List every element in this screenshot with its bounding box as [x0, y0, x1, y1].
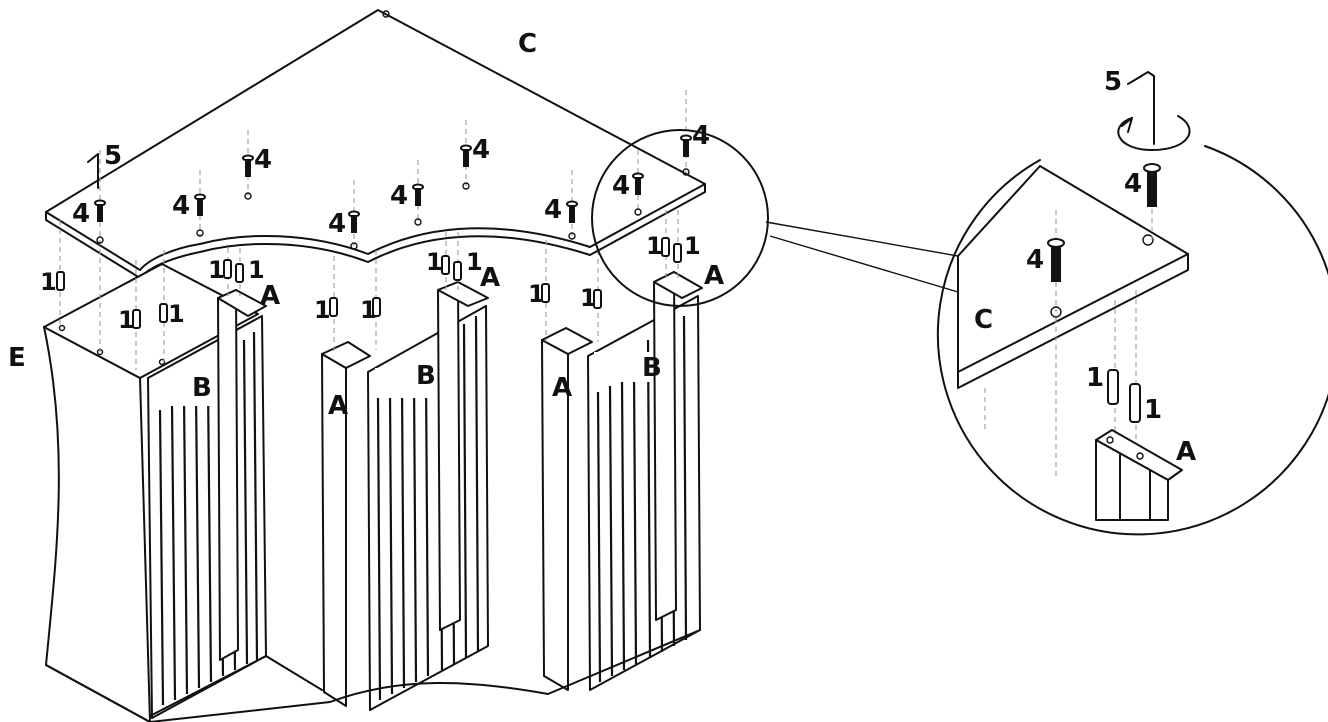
bolt-icon: [94, 199, 106, 222]
label-a: A: [552, 373, 572, 403]
label-4: 4: [472, 135, 490, 165]
bolts: [94, 134, 692, 250]
label-1: 1: [646, 232, 663, 260]
detail-callout: [591, 71, 1328, 536]
label-4: 4: [254, 145, 272, 175]
label-1: 1: [360, 296, 377, 324]
label-e: E: [8, 343, 26, 373]
label-a: A: [328, 391, 348, 421]
dowel-icon: [1129, 383, 1141, 423]
dowel-icon: [372, 297, 381, 317]
label-1: 1: [466, 248, 483, 276]
allen-key-icon: [87, 153, 99, 189]
base-panel: [45, 629, 701, 722]
label-1: 1: [314, 296, 331, 324]
label-a: A: [480, 263, 500, 293]
label-1: 1: [528, 280, 545, 308]
rotate-arrow-icon: [1117, 115, 1191, 151]
label-a-detail: A: [1176, 437, 1196, 467]
label-1: 1: [168, 300, 185, 328]
label-1: 1: [684, 232, 701, 260]
label-b: B: [192, 373, 212, 403]
label-1: 1: [426, 248, 443, 276]
dowel-icon: [673, 243, 682, 263]
label-1: 1: [118, 306, 135, 334]
bolt-icon: [194, 193, 206, 216]
dowel-icon: [235, 263, 244, 283]
label-b: B: [416, 361, 436, 391]
bolt-icon: [680, 134, 692, 157]
label-1: 1: [208, 256, 225, 284]
dowel-icon: [453, 261, 462, 281]
dowel-icon: [329, 297, 338, 317]
top-panel-c: [45, 9, 706, 279]
side-panel-e: [43, 263, 259, 722]
label-4: 4: [328, 209, 346, 239]
label-4: 4: [1124, 169, 1142, 199]
post-a-3: [437, 281, 489, 631]
label-1: 1: [248, 256, 265, 284]
bolt-icon: [566, 200, 578, 223]
dowel-icon: [661, 237, 670, 257]
dowels: [56, 237, 682, 329]
post-a-2: [321, 341, 371, 707]
bolt-icon: [1047, 238, 1065, 282]
bolt-icon: [242, 154, 254, 177]
label-b: B: [642, 353, 662, 383]
label-5: 5: [104, 141, 122, 171]
label-a: A: [260, 281, 280, 311]
label-4: 4: [612, 171, 630, 201]
bolt-icon: [348, 210, 360, 233]
label-c-detail: C: [974, 305, 993, 335]
dowel-icon: [441, 255, 450, 275]
bolt-icon: [632, 172, 644, 195]
post-a-5: [653, 271, 703, 621]
label-1: 1: [580, 284, 597, 312]
allen-key-icon: [1127, 71, 1155, 145]
label-4: 4: [1026, 245, 1044, 275]
label-1: 1: [1144, 395, 1162, 425]
dowel-icon: [56, 271, 65, 291]
label-4: 4: [72, 199, 90, 229]
bolt-icon: [412, 183, 424, 206]
dowel-icon: [593, 289, 602, 309]
dowel-icon: [541, 283, 550, 303]
dowel-icon: [223, 259, 232, 279]
label-1: 1: [40, 268, 57, 296]
label-4: 4: [692, 121, 710, 151]
dowel-icon: [159, 303, 168, 323]
bolt-icon: [460, 144, 472, 167]
label-a: A: [704, 261, 724, 291]
label-4: 4: [544, 195, 562, 225]
label-c-main: C: [518, 29, 537, 59]
label-5: 5: [1104, 67, 1122, 97]
label-4: 4: [172, 191, 190, 221]
label-4: 4: [390, 181, 408, 211]
post-a-4: [541, 327, 593, 691]
bolt-icon: [1143, 163, 1161, 207]
post-a-1: [217, 289, 267, 661]
dowel-icon: [1107, 369, 1119, 405]
dowel-icon: [132, 309, 141, 329]
label-1: 1: [1086, 363, 1104, 393]
labels: C E B B B A A A A A 4 4 4 4 4 4 4 4 4 5 …: [8, 29, 1196, 467]
